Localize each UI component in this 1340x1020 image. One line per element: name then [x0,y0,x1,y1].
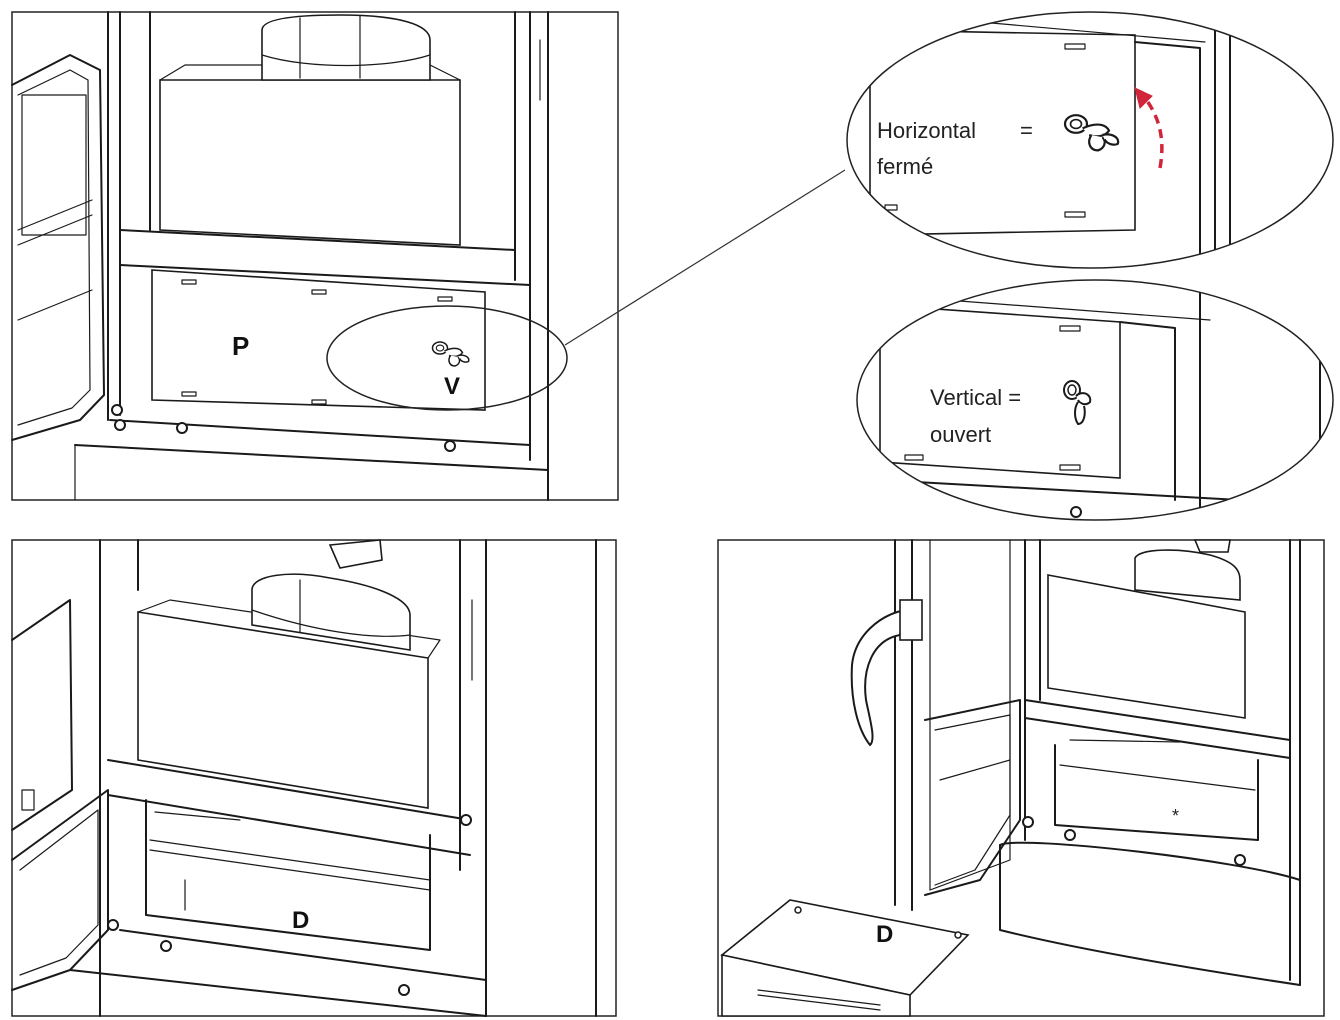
wing-nut-vertical-icon [1063,380,1092,426]
panel-top-left: P V [11,11,619,501]
panel-bottom-left: D [11,539,617,1017]
callout-closed-line2: fermé [877,154,933,179]
callout-open-line2: ouvert [930,422,991,447]
label-d-bottom-left: D [292,907,309,934]
rotate-arrow-icon [1143,96,1164,169]
asterisk-mark: * [1172,806,1179,826]
callout-leader-line [564,169,846,346]
label-p: P [232,331,249,361]
label-v: V [444,373,460,400]
callout-closed-line1: Horizontal [877,118,976,143]
panel-bottom-right: * D [717,539,1325,1017]
label-d-bottom-right: D [876,921,893,948]
callout-open-line1: Vertical = [930,385,1021,410]
callout-closed-equals: = [1020,118,1033,143]
callout-closed: Horizontal = fermé [846,11,1334,269]
zoom-circle [326,305,568,411]
callout-open: Vertical = ouvert [856,279,1334,521]
